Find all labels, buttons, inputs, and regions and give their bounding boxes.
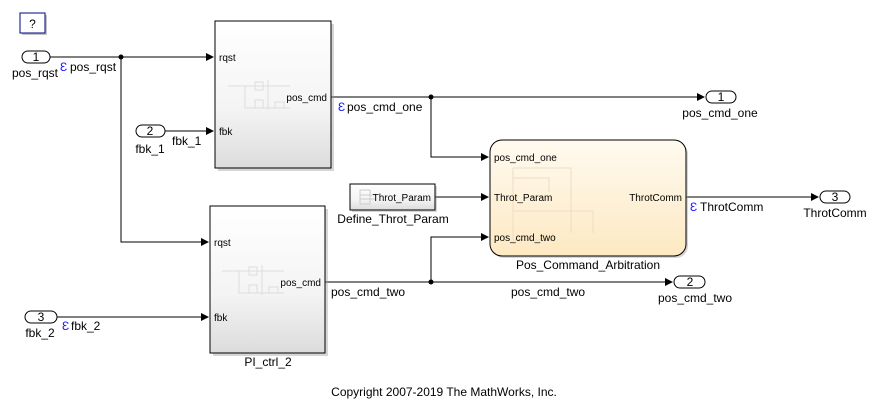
outport-pos-cmd-two[interactable]: 2 pos_cmd_two [658,275,732,305]
signal-label[interactable]: pos_cmd_two [511,285,585,299]
signal-label[interactable]: ThrotComm [700,200,763,214]
svg-text:ThrotComm: ThrotComm [629,193,682,204]
svg-text:pos_cmd_one: pos_cmd_one [494,153,557,164]
svg-text:3: 3 [38,310,45,324]
junction [428,279,434,285]
svg-text:rqst: rqst [219,53,236,64]
svg-text:?: ? [29,17,36,31]
constant-define-throt-param[interactable]: Throt_Param Define_Throt_Param [337,183,449,226]
signal-label[interactable]: fbk_2 [71,319,101,333]
svg-text:2: 2 [687,275,694,289]
svg-text:pos_cmd_two: pos_cmd_two [658,291,732,305]
subsystem-preview [228,80,290,110]
svg-text:PI_ctrl_2: PI_ctrl_2 [244,355,292,369]
svg-text:Throt_Param: Throt_Param [494,193,552,204]
stateflow-chart-pos-command-arbitration[interactable]: pos_cmd_one Throt_Param pos_cmd_two Thro… [489,139,688,272]
bus-icon: Ɛ [62,319,69,333]
subsystem-preview [222,265,284,295]
svg-text:fbk_2: fbk_2 [25,326,55,340]
inport-pos-rqst[interactable]: 1 pos_rqst [12,50,59,80]
svg-text:fbk: fbk [219,127,233,138]
copyright: Copyright 2007-2019 The MathWorks, Inc. [331,385,557,399]
svg-text:3: 3 [832,190,839,204]
signal-label[interactable]: fbk_1 [172,134,202,148]
svg-text:2: 2 [147,124,154,138]
help-button[interactable]: ? [19,12,47,35]
outport-pos-cmd-one[interactable]: 1 pos_cmd_one [682,90,758,120]
svg-text:pos_cmd: pos_cmd [286,93,327,104]
signal-lines [50,53,819,321]
svg-text:pos_cmd: pos_cmd [280,278,321,289]
subsystem-ctrl-1[interactable]: rqst fbk pos_cmd [214,20,334,171]
svg-text:fbk: fbk [214,313,228,324]
bus-icon: Ɛ [690,200,697,214]
svg-text:1: 1 [718,90,725,104]
svg-text:fbk_1: fbk_1 [135,142,165,156]
signal-label[interactable]: pos_cmd_two [331,285,405,299]
junction [428,94,434,100]
junction [118,54,124,60]
svg-text:pos_cmd_two: pos_cmd_two [494,233,556,244]
svg-text:rqst: rqst [214,238,231,249]
svg-text:Pos_Command_Arbitration: Pos_Command_Arbitration [516,258,660,272]
bus-icon: Ɛ [60,60,67,74]
svg-text:Throt_Param: Throt_Param [373,193,431,204]
svg-text:ThrotComm: ThrotComm [803,206,866,220]
inport-fbk-1[interactable]: 2 fbk_1 [135,124,166,156]
svg-text:1: 1 [33,50,40,64]
svg-text:pos_cmd_one: pos_cmd_one [682,106,758,120]
inport-fbk-2[interactable]: 3 fbk_2 [24,310,58,340]
signal-label[interactable]: pos_cmd_one [347,100,423,114]
subsystem-pi-ctrl-2[interactable]: rqst fbk pos_cmd PI_ctrl_2 [209,205,328,369]
svg-text:Define_Throt_Param: Define_Throt_Param [337,212,448,226]
svg-text:pos_rqst: pos_rqst [12,66,59,80]
outport-throtcomm[interactable]: 3 ThrotComm [803,190,866,220]
signal-label[interactable]: pos_rqst [70,60,117,74]
bus-icon: Ɛ [338,100,345,114]
